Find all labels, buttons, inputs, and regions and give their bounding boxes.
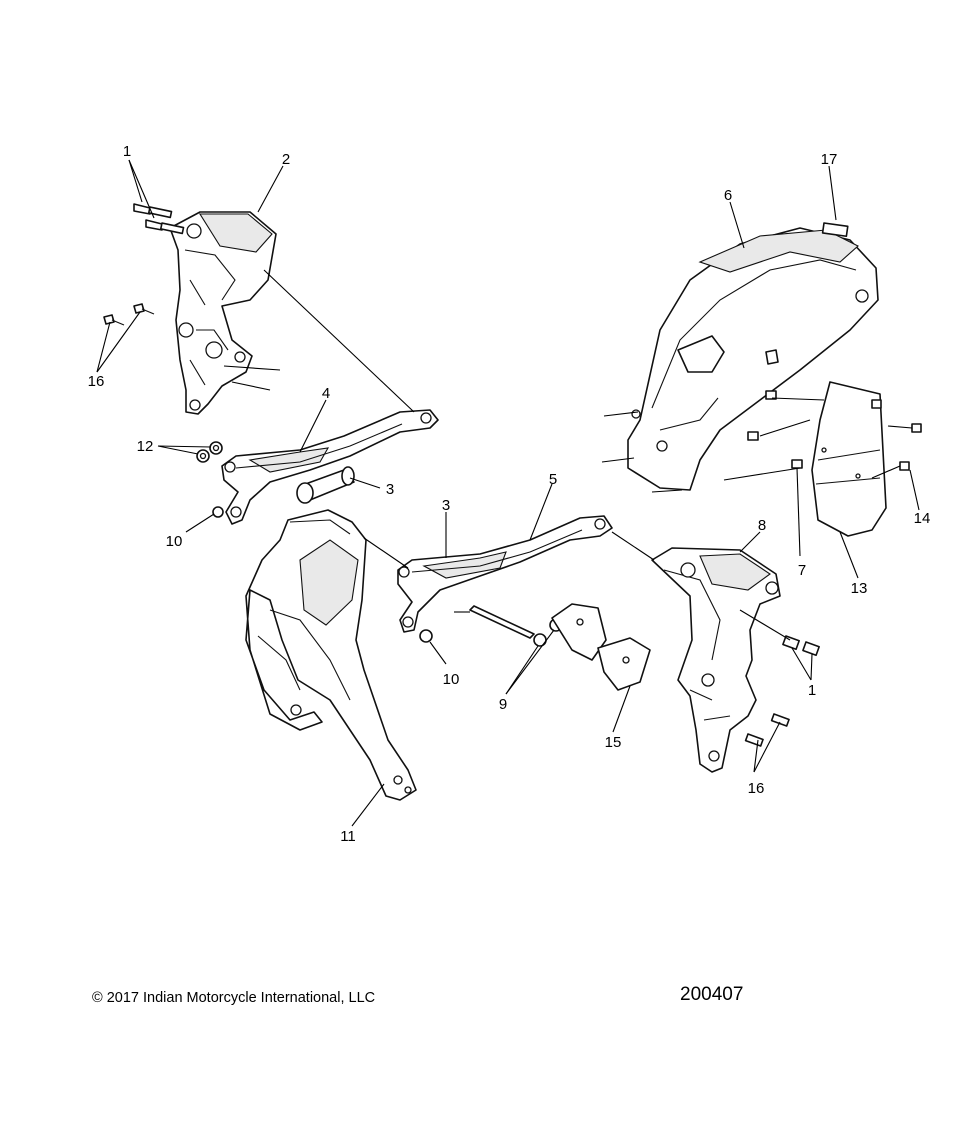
part-15-plates [551, 603, 651, 691]
callout-15: 15 [605, 734, 622, 751]
callout-6: 6 [724, 187, 732, 204]
callout-9: 9 [499, 696, 507, 713]
part-1-bolts-left [133, 203, 185, 235]
part-10-nut-lower [419, 629, 433, 643]
callout-10-upper: 10 [166, 533, 183, 550]
part-6-fender [627, 227, 879, 491]
part-11-mount [245, 509, 417, 801]
part-17-reflector [821, 222, 849, 238]
callout-16-right: 16 [748, 780, 765, 797]
part-10-nut-upper [212, 506, 224, 518]
callout-13: 13 [851, 580, 868, 597]
diagram-number: 200407 [680, 984, 743, 1005]
callout-1-right: 1 [808, 682, 816, 699]
callout-10-lower: 10 [443, 671, 460, 688]
leader-lines [96, 159, 920, 827]
callout-1-top: 1 [123, 143, 131, 160]
callout-8: 8 [758, 517, 766, 534]
part-9-bolts [469, 605, 563, 647]
part-16-bolts-right [744, 713, 790, 747]
callout-11: 11 [340, 828, 356, 845]
part-16-bolts-left [103, 303, 155, 326]
part-4-upper-rail [221, 409, 439, 525]
part-7-bolts [747, 390, 803, 469]
callout-4: 4 [322, 385, 330, 402]
part-8-right-bracket [651, 547, 781, 773]
callout-17: 17 [821, 151, 838, 168]
part-5-lower-rail [397, 515, 613, 633]
callout-2: 2 [282, 151, 290, 168]
callout-12: 12 [137, 438, 154, 455]
part-3-spacer-upper [296, 466, 355, 504]
callout-7: 7 [798, 562, 806, 579]
callout-16-left: 16 [88, 373, 105, 390]
part-12-nuts [196, 441, 223, 463]
callout-5: 5 [549, 471, 557, 488]
part-1-bolts-right [782, 635, 820, 657]
callout-labels: 1 2 16 4 12 3 10 3 5 10 9 11 15 8 1 16 1… [88, 143, 931, 845]
footer: © 2017 Indian Motorcycle International, … [92, 984, 743, 1006]
callout-3-lower: 3 [442, 497, 450, 514]
callout-3-upper: 3 [386, 481, 394, 498]
part-13-mudflap [811, 381, 887, 537]
part-2-left-bracket [169, 211, 277, 415]
callout-14: 14 [914, 510, 931, 527]
copyright-text: © 2017 Indian Motorcycle International, … [92, 990, 375, 1006]
